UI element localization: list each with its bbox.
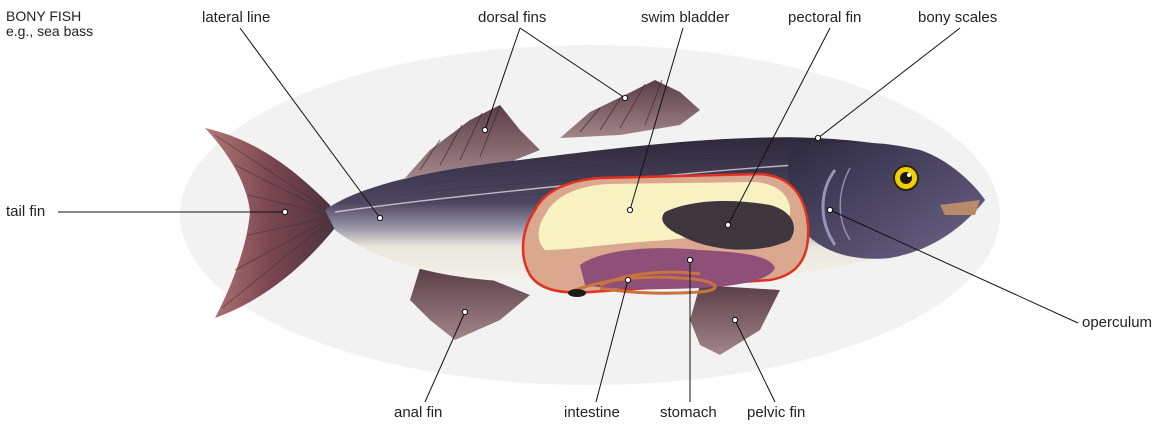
label-anal-fin: anal fin <box>394 405 442 421</box>
diagram-title: BONY FISH e.g., sea bass <box>6 9 93 39</box>
anus <box>568 289 586 297</box>
title-line-1: BONY FISH <box>6 9 93 24</box>
label-dorsal-fins: dorsal fins <box>478 10 546 26</box>
label-operculum: operculum <box>1082 315 1152 331</box>
eye-highlight <box>907 173 911 177</box>
title-line-2: e.g., sea bass <box>6 24 93 39</box>
label-swim-bladder: swim bladder <box>641 10 729 26</box>
label-lateral-line: lateral line <box>202 10 270 26</box>
label-intestine: intestine <box>564 405 620 421</box>
label-pectoral-fin: pectoral fin <box>788 10 861 26</box>
label-pelvic-fin: pelvic fin <box>747 405 805 421</box>
label-stomach: stomach <box>660 405 717 421</box>
label-bony-scales: bony scales <box>918 10 997 26</box>
label-tail-fin: tail fin <box>6 204 45 220</box>
